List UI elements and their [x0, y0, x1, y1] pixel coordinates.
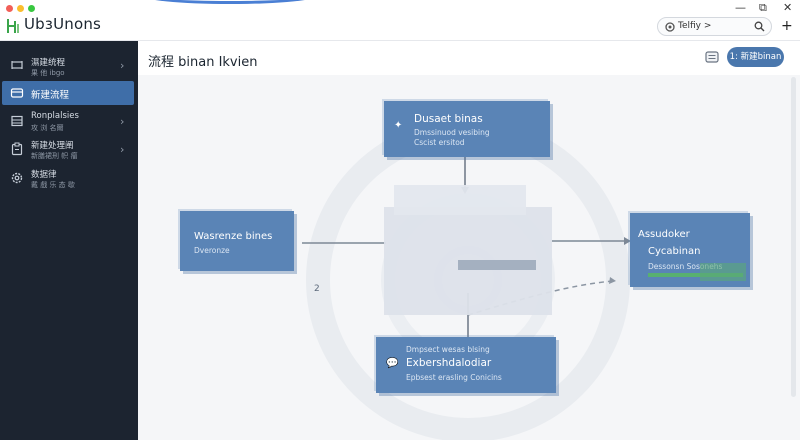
node-line: Cscist ersitod	[414, 138, 465, 147]
search-icon[interactable]	[754, 21, 765, 32]
header-accent	[140, 0, 320, 4]
app-logo-icon	[7, 19, 19, 33]
edge-mark: 2	[314, 284, 320, 294]
node-line: Epbsest erasling Conicins	[406, 373, 502, 382]
inbox-icon	[10, 88, 24, 98]
title-bar: UbзUnons — ⧉ ✕ Telfiy > +	[0, 0, 800, 41]
node-title: Wasrenze bines	[194, 231, 273, 242]
add-icon[interactable]: +	[781, 18, 793, 34]
sidebar-item-label: 数据律	[31, 170, 57, 180]
close-window-dot[interactable]	[6, 5, 13, 12]
sidebar-item-label: 新建处理阐	[31, 141, 74, 151]
sidebar-item-label: 濕建统程	[31, 58, 66, 68]
sidebar-item-label: Ronplalsies	[31, 111, 79, 121]
node-line: Dveronze	[194, 246, 230, 255]
sidebar: 濕建统程 果 他 ibgo › 新建流程 Ronplalsies 攻 浏 名爾 …	[0, 41, 138, 440]
main-panel: 流程 binan Ikvien 1: 新建binan 2 ✦ D	[138, 41, 800, 440]
sidebar-item-label: 新建流程	[31, 90, 70, 101]
sidebar-item-sublabel: 果 他 ibgo	[31, 69, 65, 77]
gear-icon	[11, 172, 23, 184]
node-line: Dessonsn Sosonehs	[648, 262, 723, 271]
flow-node-left[interactable]: Wasrenze bines Dveronze	[180, 211, 294, 271]
sidebar-item-new-flow[interactable]: 新建流程	[2, 81, 134, 105]
flow-node-bottom[interactable]: Dmpsect wesas blsing 💬 Exbershdalodiar E…	[376, 337, 556, 393]
node-line: Cycabinan	[648, 246, 701, 257]
sidebar-item-flows[interactable]: 濕建统程 果 他 ibgo ›	[2, 53, 134, 81]
minimize-window-dot[interactable]	[17, 5, 24, 12]
clipboard-icon	[11, 142, 23, 156]
scrollbar[interactable]	[791, 77, 796, 397]
flow-node-right[interactable]: Assudoker Cycabinan Dessonsn Sosonehs	[630, 213, 750, 287]
zoom-window-dot[interactable]	[28, 5, 35, 12]
restore-icon[interactable]: ⧉	[759, 1, 767, 14]
sidebar-item-sublabel: 新膳裙刑 帜 瘤	[31, 152, 78, 160]
flow-canvas[interactable]: 2 ✦ Dusaet binas Dmssinuod vesibing Csci…	[138, 75, 800, 440]
gear-icon	[665, 22, 675, 32]
node-line: Dmssinuod vesibing	[414, 128, 490, 137]
sidebar-item-sublabel: 戴 戲 乐 态 歇	[31, 181, 75, 189]
sidebar-item-data[interactable]: 数据律 戴 戲 乐 态 歇	[2, 166, 134, 192]
minimize-icon[interactable]: —	[735, 1, 746, 14]
placeholder-bar	[458, 260, 536, 270]
close-icon[interactable]: ✕	[783, 1, 793, 14]
chevron-right-icon: ›	[120, 59, 125, 72]
node-title: Exbershdalodiar	[406, 357, 492, 369]
connections-icon	[11, 61, 23, 69]
node-line: Dmpsect wesas blsing	[406, 345, 490, 354]
sidebar-item-processing[interactable]: 新建处理阐 新膳裙刑 帜 瘤 ›	[2, 137, 134, 163]
document-icon[interactable]	[704, 49, 720, 65]
chevron-right-icon: ›	[120, 143, 125, 156]
placeholder-panel-header	[394, 185, 526, 215]
search-text: Telfiy >	[678, 21, 712, 31]
search-input[interactable]: Telfiy >	[657, 17, 772, 36]
app-title: UbзUnons	[24, 15, 102, 33]
page-title: 流程 binan Ikvien	[148, 55, 258, 70]
node-title: Dusaet binas	[414, 113, 483, 125]
new-flow-button[interactable]: 1: 新建binan	[727, 47, 784, 67]
chevron-right-icon: ›	[120, 115, 125, 128]
flow-node-top[interactable]: ✦ Dusaet binas Dmssinuod vesibing Cscist…	[384, 101, 550, 157]
sidebar-item-sublabel: 攻 浏 名爾	[31, 124, 64, 132]
sparkle-icon: ✦	[394, 120, 403, 131]
progress-bar	[648, 273, 743, 277]
sidebar-item-templates[interactable]: Ronplalsies 攻 浏 名爾 ›	[2, 109, 134, 135]
node-title: Assudoker	[638, 229, 690, 240]
list-icon	[11, 115, 23, 127]
chat-icon: 💬	[386, 358, 399, 369]
progress-highlight	[700, 263, 746, 281]
